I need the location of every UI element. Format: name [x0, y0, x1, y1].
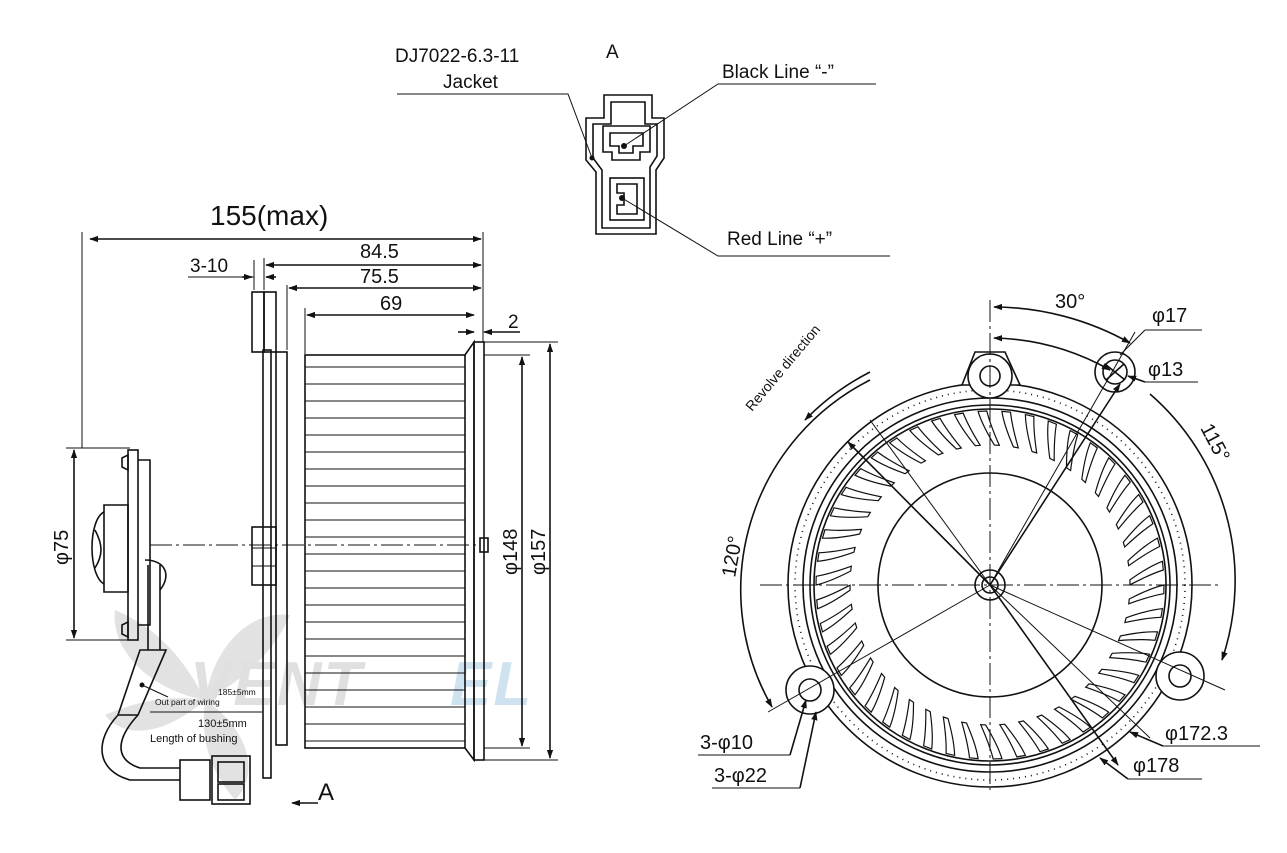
dim-d178: φ178	[1133, 755, 1179, 777]
fan-blade	[942, 716, 956, 757]
dim-2: 2	[508, 312, 519, 333]
fan-blade	[1094, 456, 1116, 498]
fan-blade	[816, 546, 856, 562]
fan-blade	[908, 425, 945, 456]
connector-part-number: DJ7022-6.3-11	[395, 46, 519, 67]
dim-d157: φ157	[528, 529, 550, 575]
fan-blade	[960, 721, 979, 760]
fan-blades	[815, 410, 1165, 760]
fan-blade	[930, 417, 963, 450]
dim-d13: φ13	[1148, 359, 1183, 381]
fan-blade	[1097, 668, 1140, 684]
fan-wheel-side	[304, 339, 485, 763]
bushing-length-label: 130±5mm	[198, 718, 247, 730]
fan-blade	[821, 528, 863, 539]
fan-blade	[815, 565, 853, 586]
fan-blade	[826, 621, 858, 656]
revolve-direction-label: Revolve direction	[742, 321, 823, 414]
fan-blade	[1047, 420, 1058, 462]
fan-blade	[953, 412, 982, 447]
section-arrow-label: A	[318, 779, 334, 806]
fan-blade	[1122, 514, 1154, 549]
dim-75-5: 75.5	[360, 266, 399, 288]
connector-housing	[585, 94, 665, 235]
wiring-note-label: Out part of wiring	[155, 697, 220, 707]
fan-blade	[1001, 410, 1020, 449]
wiring-length-label: 185±5mm	[218, 687, 256, 697]
side-dimensions: 155(max) 84.5 75.5 69 3-10 2	[81, 200, 520, 448]
fan-blade	[1024, 413, 1038, 454]
fan-blade	[881, 686, 899, 729]
diameter-leaders: φ17 φ13 φ172.3 φ178 3-φ10 3-φ22	[698, 305, 1260, 789]
fan-blade	[870, 451, 911, 475]
fan-blade	[1081, 441, 1099, 484]
side-view: 185±5mm Out part of wiring 130±5mm Lengt…	[51, 200, 558, 807]
connector-jacket-label: Jacket	[443, 72, 499, 93]
bushing-note-label: Length of bushing	[150, 733, 237, 745]
motor-body	[91, 449, 167, 641]
holes-3-d10: 3-φ10	[700, 732, 753, 754]
watermark: VENT EL	[105, 610, 533, 800]
fan-blade	[836, 639, 865, 677]
fan-blade	[1115, 493, 1144, 531]
dim-d148: φ148	[500, 529, 522, 575]
fan-blade	[1065, 429, 1079, 472]
fan-blade	[979, 724, 1003, 760]
fan-blade	[1017, 720, 1050, 753]
overall-length-dim: 155(max)	[210, 200, 328, 231]
connector-view-label: A	[606, 42, 619, 63]
fan-blade	[1053, 706, 1092, 733]
dim-d17: φ17	[1152, 305, 1187, 327]
fan-blade	[1129, 560, 1164, 586]
fan-blade	[1106, 474, 1132, 514]
mounting-plate	[251, 291, 288, 779]
fan-blade	[840, 486, 883, 502]
front-center-lines	[760, 300, 1226, 790]
section-arrow: A	[291, 779, 334, 807]
fan-blade	[854, 467, 896, 487]
dim-d172-3: φ172.3	[1165, 723, 1228, 745]
fan-blade	[998, 723, 1027, 758]
front-view: 30° 115° 120° Revolve direction φ17 φ13 …	[698, 291, 1260, 790]
watermark-fan-icon	[105, 610, 290, 800]
side-vertical-dimensions: φ75 φ148 φ157	[51, 341, 558, 761]
fan-blade	[829, 507, 872, 518]
fan-blade	[1127, 584, 1165, 605]
holes-3-d22: 3-φ22	[714, 765, 767, 787]
watermark-text-right: EL	[450, 650, 533, 719]
connector-view: A DJ7022-6.3-11 Jacket Black Line “-” Re…	[395, 42, 890, 257]
fan-blade	[1117, 631, 1159, 642]
dim-84-5: 84.5	[360, 241, 399, 263]
watermark-text-left: VENT	[190, 650, 366, 719]
fan-blade	[1124, 608, 1164, 624]
fan-blade	[819, 603, 853, 633]
fan-blade	[1084, 683, 1126, 703]
angle-120: 120°	[718, 534, 747, 579]
dim-3-10: 3-10	[190, 256, 228, 277]
fan-blade	[816, 584, 851, 610]
angle-30: 30°	[1055, 291, 1085, 313]
fan-blade	[1127, 537, 1161, 567]
black-line-label: Black Line “-”	[722, 62, 834, 83]
dim-d75: φ75	[51, 530, 73, 565]
fan-blade	[864, 672, 886, 714]
angle-115: 115°	[1196, 420, 1234, 466]
fan-blade	[977, 410, 1001, 446]
fan-blade	[1108, 652, 1151, 663]
fan-blade	[888, 437, 927, 464]
fan-blade	[901, 698, 915, 741]
fan-blade	[1035, 714, 1072, 745]
fan-blade	[922, 708, 933, 750]
red-line-label: Red Line “+”	[727, 229, 832, 250]
fan-blade	[848, 656, 874, 696]
wiring-harness: 185±5mm Out part of wiring 130±5mm Lengt…	[101, 565, 262, 805]
dim-69: 69	[380, 293, 402, 315]
